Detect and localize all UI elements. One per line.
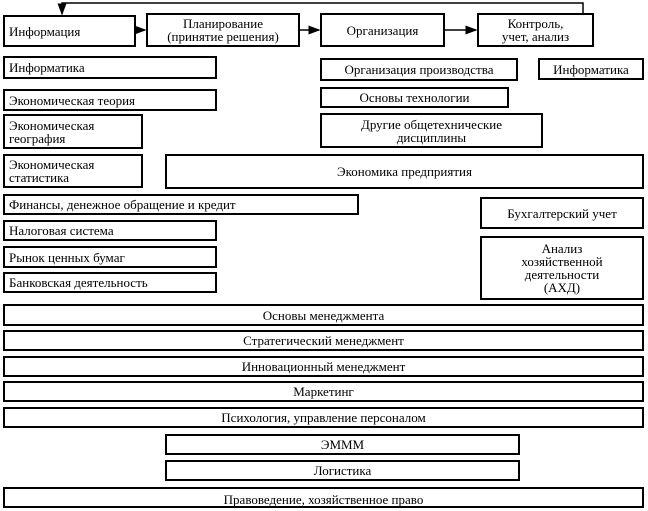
box-control: Контроль, учет, анализ [477,13,594,47]
box-enterprise-econ: Экономика предприятия [165,154,644,189]
box-econ-theory: Экономическая теория [3,89,217,111]
box-informatics-left: Информатика [3,56,217,79]
box-tax: Налоговая система [3,220,217,241]
box-analysis: Анализ хозяйственной деятельности (АХД) [480,236,644,300]
box-production-org: Организация производства [320,58,518,81]
box-logistics: Логистика [165,460,520,481]
box-strategic-mgmt: Стратегический менеджмент [3,330,644,351]
box-law: Правоведение, хозяйственное право [3,487,644,508]
box-information: Информация [3,15,136,47]
box-marketing: Маркетинг [3,381,644,402]
box-securities: Рынок ценных бумаг [3,246,217,268]
box-planning: Планирование (принятие решения) [146,13,300,47]
box-econ-statistics: Экономическая статистика [3,154,143,188]
box-other-tech: Другие общетехнические дисциплины [320,113,543,148]
box-emmm: ЭММM [165,434,520,455]
box-banking: Банковская деятельность [3,272,217,293]
box-psychology: Психология, управление персоналом [3,407,644,428]
box-informatics-right: Информатика [538,58,644,80]
box-finance: Финансы, денежное обращение и кредит [3,194,359,215]
box-econ-geography: Экономическая география [3,114,143,149]
feedback-arrow [57,2,584,16]
box-accounting: Бухгалтерский учет [480,197,644,229]
box-innovation-mgmt: Инновационный менеджмент [3,356,644,377]
box-tech-basics: Основы технологии [320,87,509,108]
box-organization: Организация [320,13,445,47]
box-mgmt-basics: Основы менеджмента [3,304,644,326]
